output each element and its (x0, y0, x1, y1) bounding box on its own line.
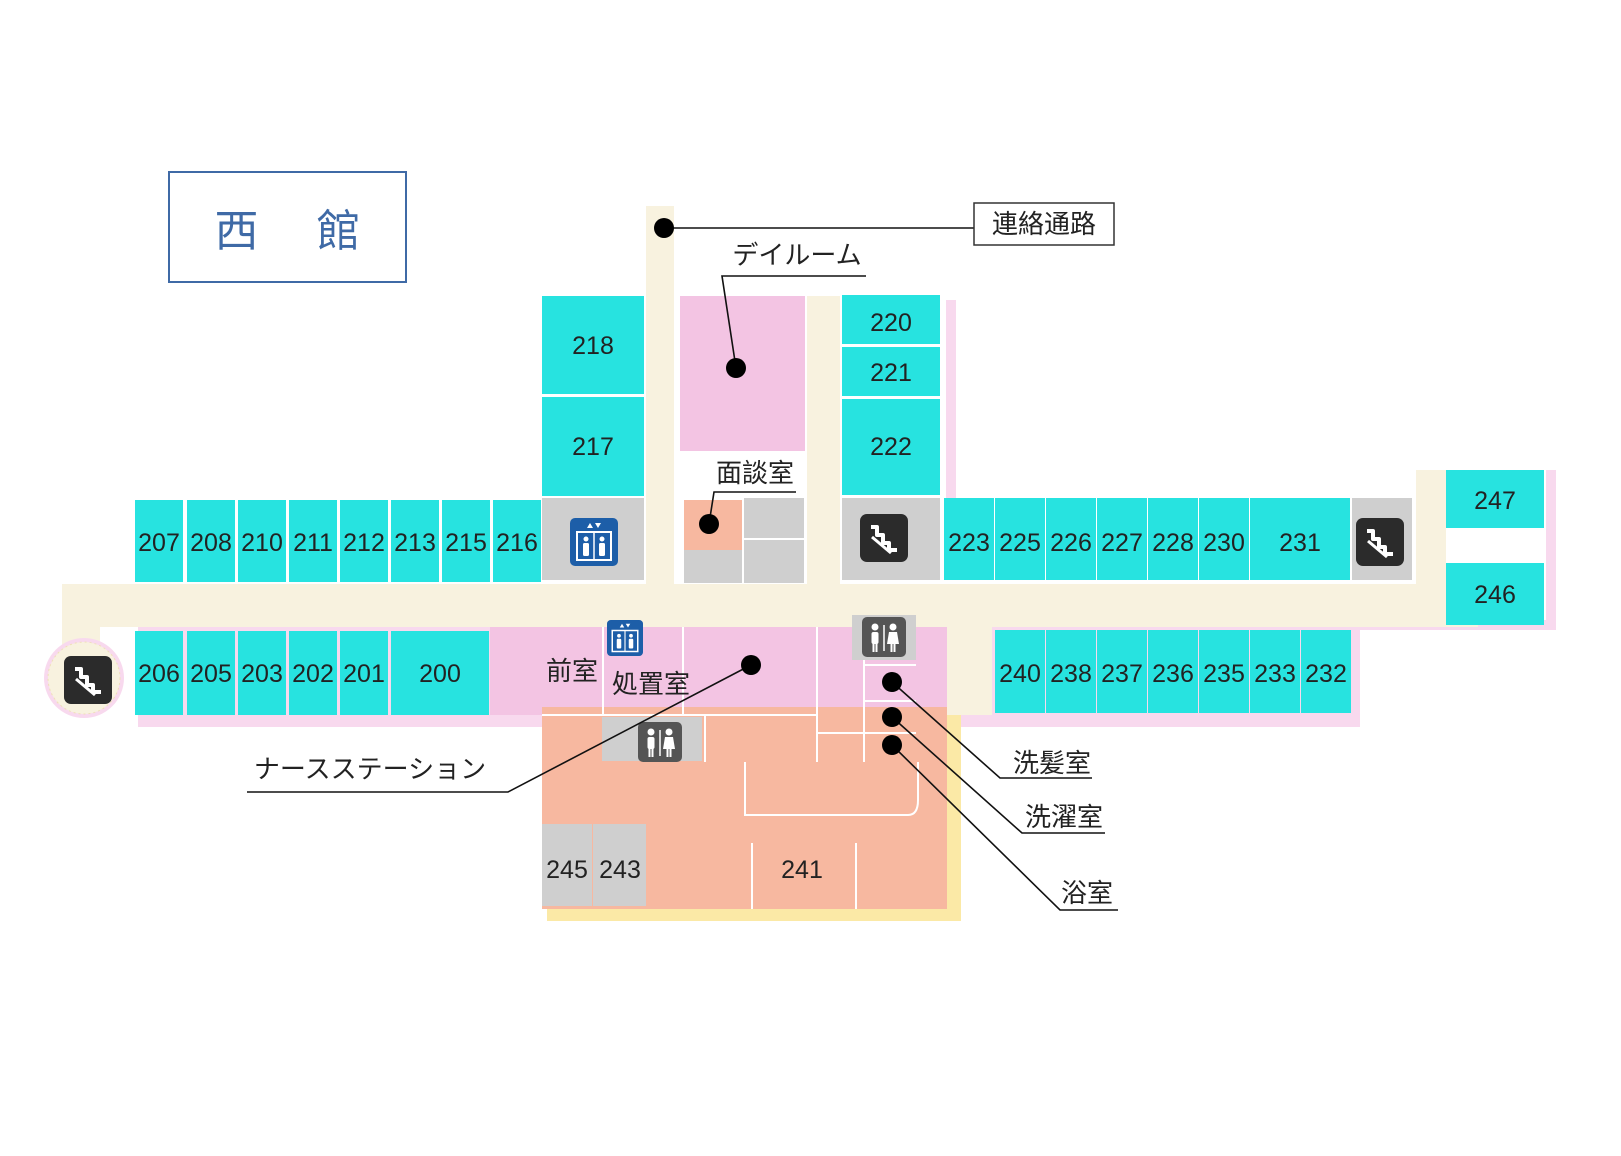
corridors (44, 206, 1478, 718)
room-numbers: 207 208 210 211 212 213 215 216 218 217 … (138, 309, 1516, 884)
room-245-label: 245 (546, 856, 588, 884)
callout-lines (247, 227, 1118, 911)
laundry-room-label: 洗濯室 (1025, 802, 1103, 832)
room-232 (1301, 630, 1351, 713)
room-230-label: 230 (1203, 529, 1245, 557)
interview-room-label: 面談室 (716, 458, 794, 488)
room-230 (1199, 498, 1249, 580)
room-202-label: 202 (292, 660, 334, 688)
room-235 (1199, 630, 1249, 713)
room-207-label: 207 (138, 529, 180, 557)
room-207 (135, 500, 183, 582)
treatment-room-label: 処置室 (612, 669, 690, 699)
room-210 (238, 500, 286, 582)
elevator-icon (569, 517, 619, 567)
restroom-icon (861, 616, 907, 658)
room-228-label: 228 (1152, 529, 1194, 557)
room-235-label: 235 (1203, 660, 1245, 688)
room-236-label: 236 (1152, 660, 1194, 688)
room-236 (1148, 630, 1198, 713)
room-223-label: 223 (948, 529, 990, 557)
room-226-label: 226 (1050, 529, 1092, 557)
room-226 (1046, 498, 1096, 580)
room-243-label: 243 (599, 856, 641, 884)
room-233-label: 233 (1254, 660, 1296, 688)
nurse-station-label: ナースステーション (254, 754, 486, 784)
room-233 (1250, 630, 1300, 713)
room-212-label: 212 (343, 529, 385, 557)
room-211 (289, 500, 337, 582)
room-201-label: 201 (343, 660, 385, 688)
building-title: 西 館 (168, 171, 407, 283)
room-215-label: 215 (445, 529, 487, 557)
room-240-label: 240 (999, 660, 1041, 688)
room-200 (391, 631, 489, 715)
anteroom-label: 前室 (546, 656, 598, 686)
stairs-icon (1354, 516, 1406, 568)
room-246-label: 246 (1474, 581, 1516, 609)
room-220 (842, 295, 940, 344)
room-220-label: 220 (870, 309, 912, 337)
callout-dots (654, 218, 902, 755)
room-232-label: 232 (1305, 660, 1347, 688)
elevator-icon (606, 619, 644, 657)
room-202 (289, 631, 337, 715)
room-222-label: 222 (870, 433, 912, 461)
room-217-label: 217 (572, 433, 614, 461)
room-218-label: 218 (572, 332, 614, 360)
room-203 (238, 631, 286, 715)
room-225 (995, 498, 1045, 580)
room-208 (187, 500, 235, 582)
room-206 (135, 631, 183, 715)
room-225-label: 225 (999, 529, 1041, 557)
restroom-icon (637, 721, 683, 763)
room-223 (944, 498, 994, 580)
room-246 (1446, 563, 1544, 625)
bathroom-label: 浴室 (1061, 878, 1113, 908)
room-217 (542, 397, 644, 496)
room-247 (1446, 470, 1544, 528)
area-labels: 連絡通路 デイルーム 面談室 前室 処置室 ナースステーション 洗髪室 洗濯室 … (254, 209, 1113, 908)
room-218 (542, 296, 644, 394)
room-213 (391, 500, 439, 582)
room-237-label: 237 (1101, 660, 1143, 688)
room-200-label: 200 (419, 660, 461, 688)
day-room-label: デイルーム (732, 240, 861, 270)
room-240 (995, 630, 1045, 713)
stairs-icon (858, 512, 910, 564)
room-208-label: 208 (190, 529, 232, 557)
room-201 (340, 631, 388, 715)
connecting-passage-label: 連絡通路 (992, 209, 1096, 239)
room-206-label: 206 (138, 660, 180, 688)
room-216 (493, 500, 541, 582)
room-247-label: 247 (1474, 487, 1516, 515)
room-238 (1046, 630, 1096, 713)
room-216-label: 216 (496, 529, 538, 557)
room-205-label: 205 (190, 660, 232, 688)
room-212 (340, 500, 388, 582)
hair-wash-room-label: 洗髪室 (1013, 748, 1091, 778)
room-211-label: 211 (293, 529, 333, 557)
room-227 (1097, 498, 1147, 580)
room-228 (1148, 498, 1198, 580)
room-227-label: 227 (1101, 529, 1143, 557)
room-222 (842, 399, 940, 495)
room-231-label: 231 (1279, 529, 1321, 557)
stairs-icon (62, 654, 114, 706)
room-237 (1097, 630, 1147, 713)
room-238-label: 238 (1050, 660, 1092, 688)
connecting-passage-box (973, 202, 1115, 246)
room-203-label: 203 (241, 660, 283, 688)
room-213-label: 213 (394, 529, 436, 557)
room-231 (1250, 498, 1350, 580)
room-215 (442, 500, 490, 582)
room-221 (842, 347, 940, 396)
room-205 (187, 631, 235, 715)
room-221-label: 221 (870, 359, 912, 387)
room-210-label: 210 (241, 529, 283, 557)
patient-rooms (135, 295, 1544, 715)
room-241-label: 241 (781, 856, 823, 884)
